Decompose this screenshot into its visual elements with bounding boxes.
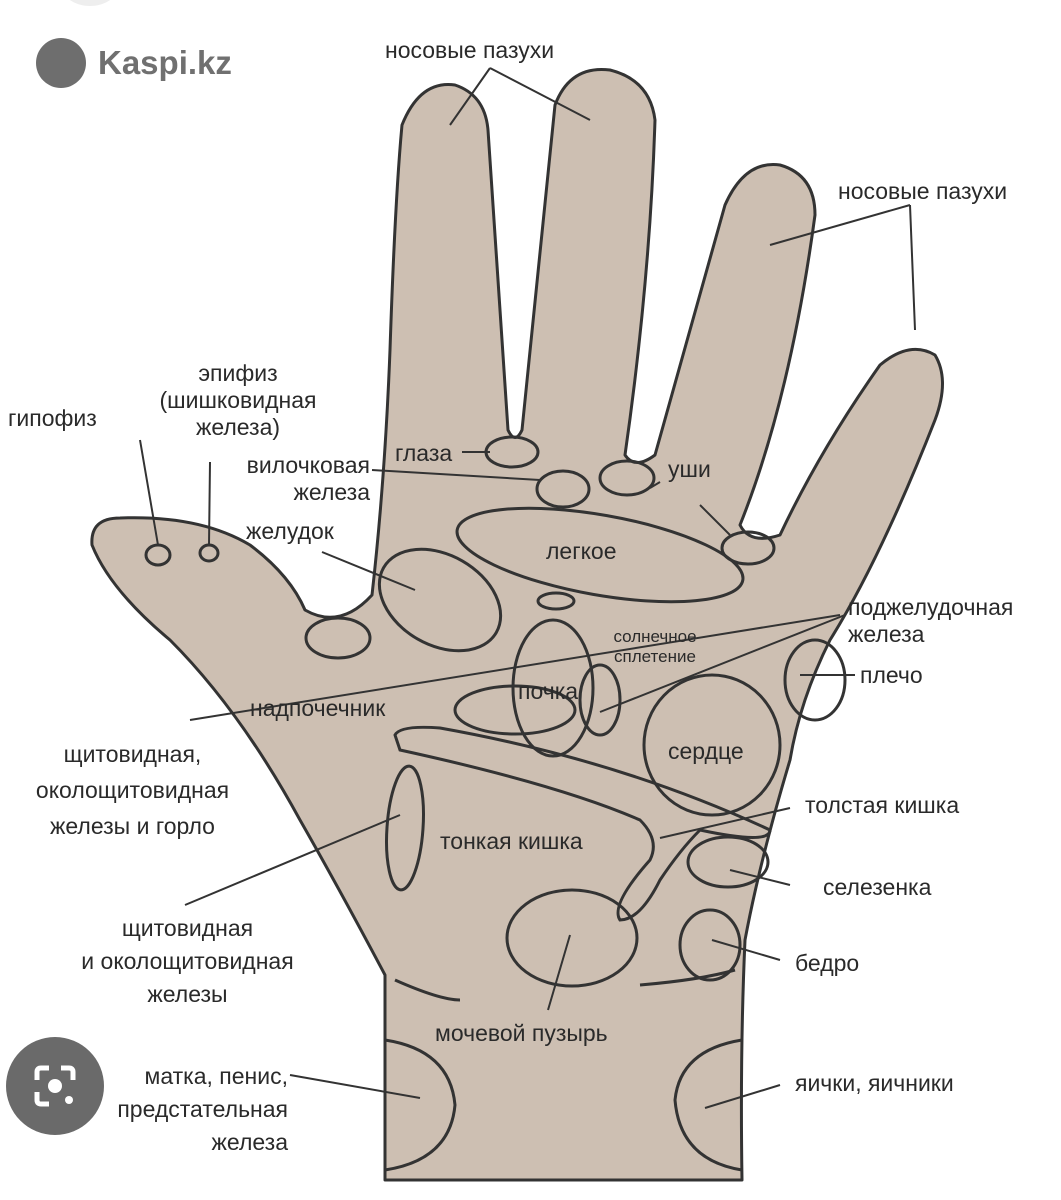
label-thyroid-line1: щитовидная — [121, 915, 254, 941]
label-uterus-line1: матка, пенис, — [144, 1063, 288, 1089]
family-logo-icon — [36, 38, 86, 88]
label-sinuses-2: носовые пазухи — [838, 178, 1008, 204]
google-lens-icon — [34, 1065, 76, 1107]
label-stomach: желудок — [246, 518, 334, 544]
label-thyroid-line3: железы — [147, 981, 228, 1007]
brand-watermark: Kaspi.kz — [36, 38, 232, 88]
label-solar-line2: сплетение — [614, 647, 696, 666]
label-shoulder: плечо — [860, 662, 923, 688]
label-thymus-line1: вилочковая — [246, 452, 370, 478]
ears-zone-2 — [720, 530, 776, 566]
leader-lines — [139, 67, 916, 1109]
label-epiphysis-line3: железа) — [195, 414, 281, 440]
label-epiphysis-line2: (шишковидная — [159, 387, 317, 413]
label-epiphysis-line1: эпифиз — [198, 360, 278, 386]
lung-zone — [455, 506, 745, 604]
label-uterus: матка, пенис, предстательная железа — [60, 1060, 288, 1159]
label-testes: яички, яичники — [795, 1070, 954, 1096]
label-thyroid: щитовидная и околощитовидная железы — [45, 912, 330, 1011]
label-eyes: глаза — [395, 440, 453, 466]
heart-zone — [642, 673, 782, 817]
label-solar-line1: солнечное — [613, 627, 697, 646]
label-pancreas-line2: железа — [848, 621, 925, 647]
brand-name: Kaspi.kz — [98, 44, 232, 81]
label-uterus-line3: железа — [211, 1129, 288, 1155]
adrenal-zone — [453, 684, 577, 736]
label-colon: толстая кишка — [805, 792, 960, 818]
testes-zone — [673, 1038, 743, 1172]
label-thyroid-throat-line3: железы и горло — [50, 813, 215, 839]
label-bladder: мочевой пузырь — [435, 1020, 608, 1046]
label-heart: сердце — [668, 738, 744, 764]
label-ears: уши — [668, 456, 711, 482]
label-spleen: селезенка — [823, 874, 932, 900]
label-pancreas-line1: поджелудочная — [848, 594, 1014, 620]
label-uterus-line2: предстательная — [117, 1096, 288, 1122]
label-hip: бедро — [795, 950, 860, 976]
label-small-intestine: тонкая кишка — [440, 828, 583, 854]
hip-zone — [678, 908, 742, 982]
solar-plexus-zone — [536, 591, 576, 611]
label-thyroid-throat: щитовидная, околощитовидная железы и горло — [5, 736, 260, 844]
label-sinuses-1: носовые пазухи — [385, 37, 555, 63]
thymus-zone — [535, 469, 591, 509]
google-lens-button[interactable] — [6, 1037, 104, 1135]
label-lung: легкое — [546, 538, 617, 564]
top-avatar-fragment — [60, 0, 120, 6]
label-kidney: почка — [518, 678, 579, 704]
label-thymus-line2: железа — [293, 479, 370, 505]
kidney-zone — [511, 618, 595, 758]
stomach-zone — [377, 547, 503, 653]
pancreas-zone — [578, 663, 622, 737]
thyroid-throat-zone — [304, 616, 372, 660]
spleen-zone — [686, 835, 770, 889]
label-adrenal: надпочечник — [250, 695, 386, 721]
thyroid-zone — [385, 764, 425, 892]
label-thyroid-throat-line1: щитовидная, — [63, 741, 202, 767]
ears-zone — [598, 459, 656, 497]
bladder-zone — [505, 888, 639, 988]
label-thyroid-throat-line2: околощитовидная — [35, 777, 230, 803]
colon-zone — [393, 725, 772, 922]
wrist-line — [394, 968, 736, 1002]
label-thyroid-line2: и околощитовидная — [81, 948, 294, 974]
shoulder-zone — [783, 638, 847, 722]
label-hypophysis: гипофиз — [8, 405, 97, 431]
hand-outline — [90, 67, 944, 1182]
uterus-zone — [384, 1038, 457, 1172]
